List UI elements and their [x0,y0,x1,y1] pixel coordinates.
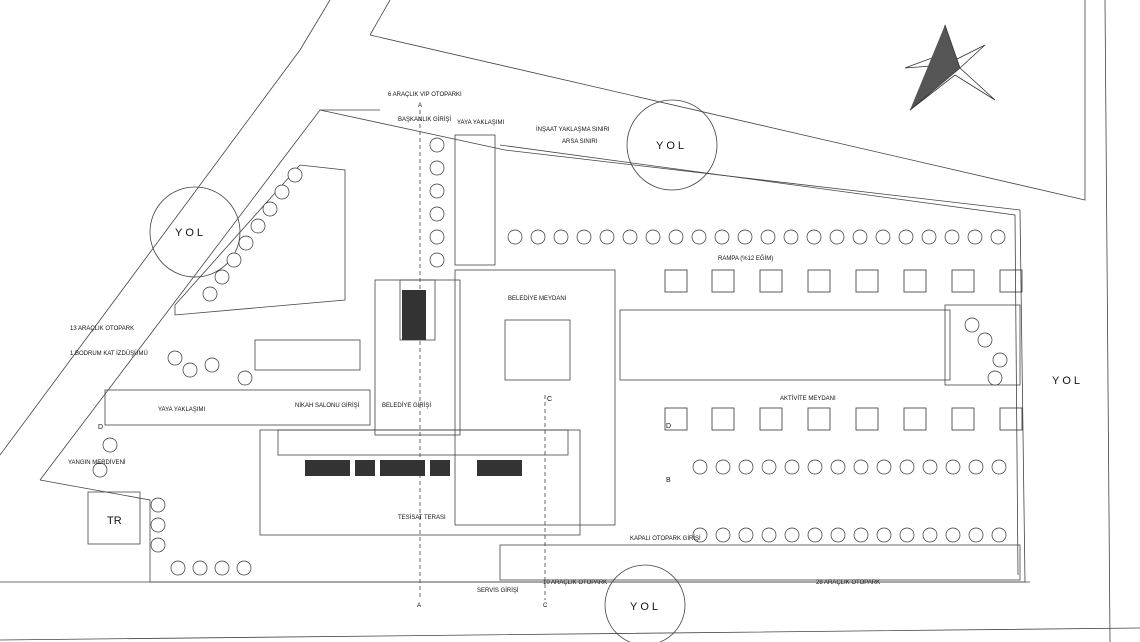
covered-parking-entrance-label: KAPALI OTOPARK GİRİŞİ [630,535,701,542]
square-fountain [504,319,571,381]
section-a-bottom-label: A [417,603,421,609]
section-a-top-label: A [418,103,422,109]
transformer-box [87,491,141,545]
municipality-entrance-label: BELEDİYE GİRİŞİ [382,402,431,409]
road-right-label: YOL [1052,375,1083,387]
road-top-label: YOL [656,140,687,152]
transformer-label: TR [107,515,122,527]
road-bottom-label: YOL [630,601,661,613]
road-left-label: YOL [175,227,206,239]
section-b-label: B [666,477,671,484]
parking-row-bottom [499,544,1021,581]
road-edge-left [0,0,331,456]
road-edge-right [1104,0,1111,642]
construction-limit-line [499,144,1019,576]
municipality-square [454,269,616,526]
plot-limit-label: ARSA SINIRI [562,139,598,145]
ramp-label: RAMPA (%12 EĞİM) [718,255,773,262]
site-boundary [39,109,1026,583]
basement-projection-label: 1.BODRUM KAT İZDÜŞÜMÜ [70,350,148,357]
parking-28-label: 28 ARAÇLIK OTOPARK [816,580,880,586]
facility-terrace-label: TESİSAT TERASI [398,514,446,521]
construction-limit-label: İNŞAAT YAKLAŞMA SINIRI [536,126,610,133]
road-edge-bottom [0,581,1140,641]
pedestrian-path-left [104,389,371,426]
north-arrow-icon [904,24,996,111]
section-d-right-label: D [666,423,671,430]
pedestrian-approach-top-label: YAYA YAKLAŞIMI [457,120,504,126]
road-circle-top [626,99,718,191]
pedestrian-path-top [454,134,496,266]
vip-parking-label: 6 ARAÇLIK VIP OTOPARKI [388,92,462,98]
road-edge-top [369,0,1086,201]
road-circle-bottom [604,564,686,642]
activity-square-label: AKTİVİTE MEYDANI [780,395,836,402]
parking-row-left [254,339,361,371]
building-upper-wing [277,429,569,456]
service-entrance-label: SERVİS GİRİŞİ [477,587,519,594]
pedestrian-approach-left-label: YAYA YAKLAŞIMI [158,407,205,413]
municipality-square-label: BELEDİYE MEYDANI [508,295,567,302]
wedding-hall-entrance-label: NİKAH SALONU GİRİŞİ [295,402,360,409]
presidency-entrance-label: BAŞKANLIK GİRİŞİ [398,116,451,123]
section-c-bottom-label: C [543,603,548,609]
fire-stair-label: YANGIN MERDİVENİ [68,459,126,466]
section-d-left-label: D [98,424,103,431]
section-c-top-label: C [547,396,552,403]
parking-13-label: 13 ARAÇLIK OTOPARK [70,326,134,332]
activity-square-zone-right [944,304,1021,386]
road-circle-left [149,186,241,278]
parking-10-label: 10 ARAÇLIK OTOPARK [543,580,607,586]
activity-square-zone [619,309,951,381]
